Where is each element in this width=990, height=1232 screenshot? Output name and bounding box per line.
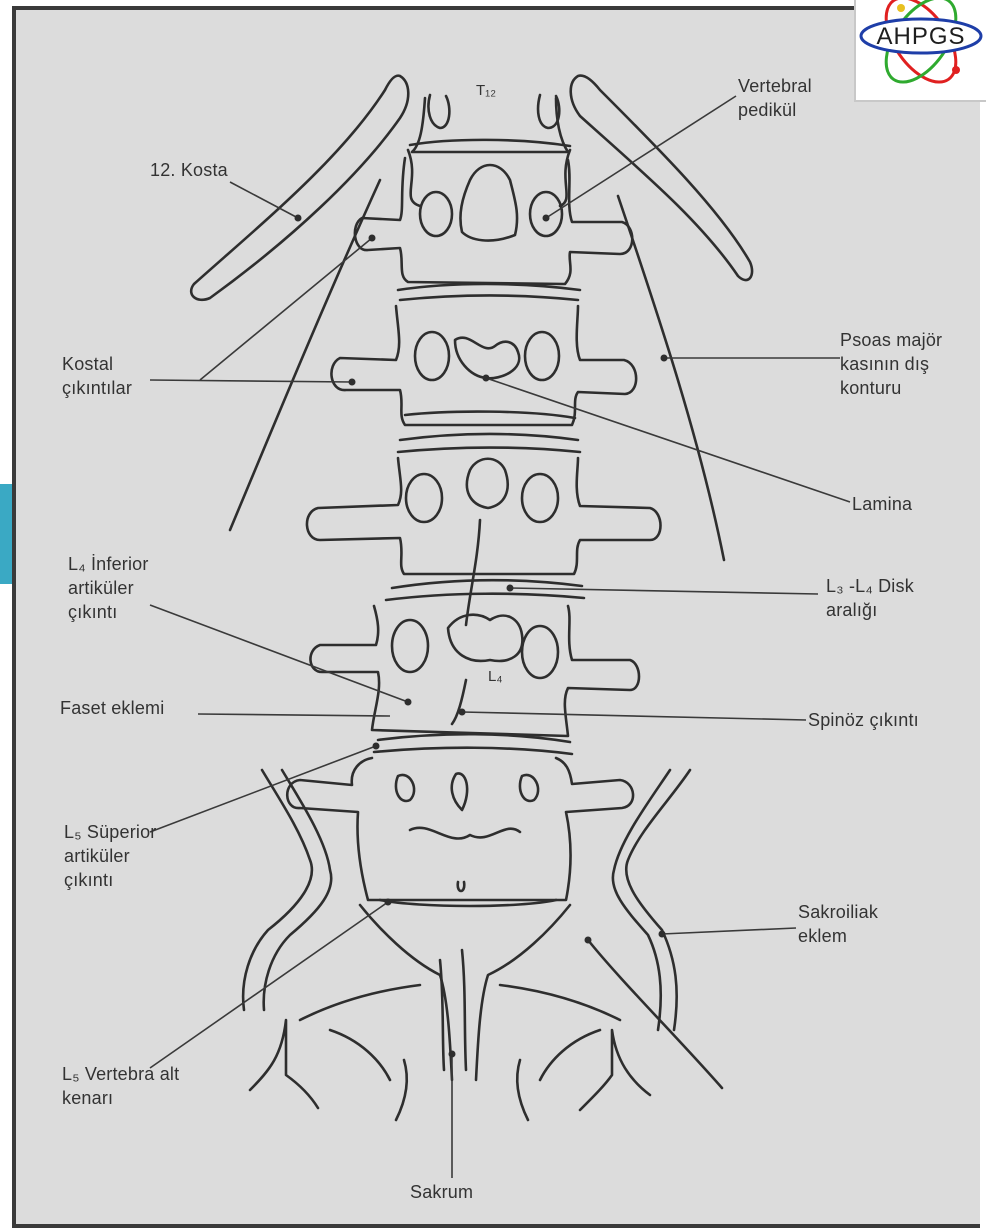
left-iliac-outline xyxy=(243,770,312,1010)
leader-spinoz xyxy=(462,712,806,720)
leader-kostal-2 xyxy=(150,380,352,382)
label-l5-alt: L₅ Vertebra alt kenarı xyxy=(62,1062,179,1110)
label-kosta: 12. Kosta xyxy=(150,158,228,182)
leader-sakroiliak xyxy=(662,928,796,934)
label-sakrum: Sakrum xyxy=(410,1180,473,1204)
leader-l5-alt xyxy=(150,902,388,1068)
right-psoas-contour xyxy=(618,196,724,560)
leader-disk xyxy=(510,588,818,594)
label-vertebral-pedikul: Vertebral pedikül xyxy=(738,74,812,122)
leader-l4-inferior xyxy=(150,605,408,702)
label-l5-superior: L₅ Süperior artiküler çıkıntı xyxy=(64,820,157,892)
label-spinoz: Spinöz çıkıntı xyxy=(808,708,919,732)
label-faset: Faset eklemi xyxy=(60,696,164,720)
label-lamina: Lamina xyxy=(852,492,912,516)
logo-text: AHPGS xyxy=(856,23,986,51)
label-l4-inferior: L₄ İnferior artiküler çıkıntı xyxy=(68,552,149,624)
leader-pedikul xyxy=(546,96,736,218)
l3-vertebra xyxy=(307,458,661,574)
label-kostal-cikintilar: Kostal çıkıntılar xyxy=(62,352,132,400)
leader-lamina xyxy=(486,378,850,502)
right-iliac-outline xyxy=(626,770,690,1030)
leader-faset xyxy=(198,714,390,716)
label-t12: T₁₂ xyxy=(476,82,496,99)
label-l3-l4-disk: L₃ -L₄ Disk aralığı xyxy=(826,574,914,622)
leader-l5-superior xyxy=(150,746,376,832)
label-l4: L₄ xyxy=(488,668,502,685)
ahpgs-logo: AHPGS xyxy=(854,0,986,102)
l4-vertebra xyxy=(310,606,639,736)
l5-vertebra xyxy=(287,758,633,900)
label-psoas: Psoas majör kasının dış konturu xyxy=(840,328,942,400)
right-rib xyxy=(571,76,752,280)
l1-vertebra xyxy=(355,158,632,284)
label-sakroiliak: Sakroiliak eklem xyxy=(798,900,878,948)
l2-vertebra xyxy=(331,306,636,425)
